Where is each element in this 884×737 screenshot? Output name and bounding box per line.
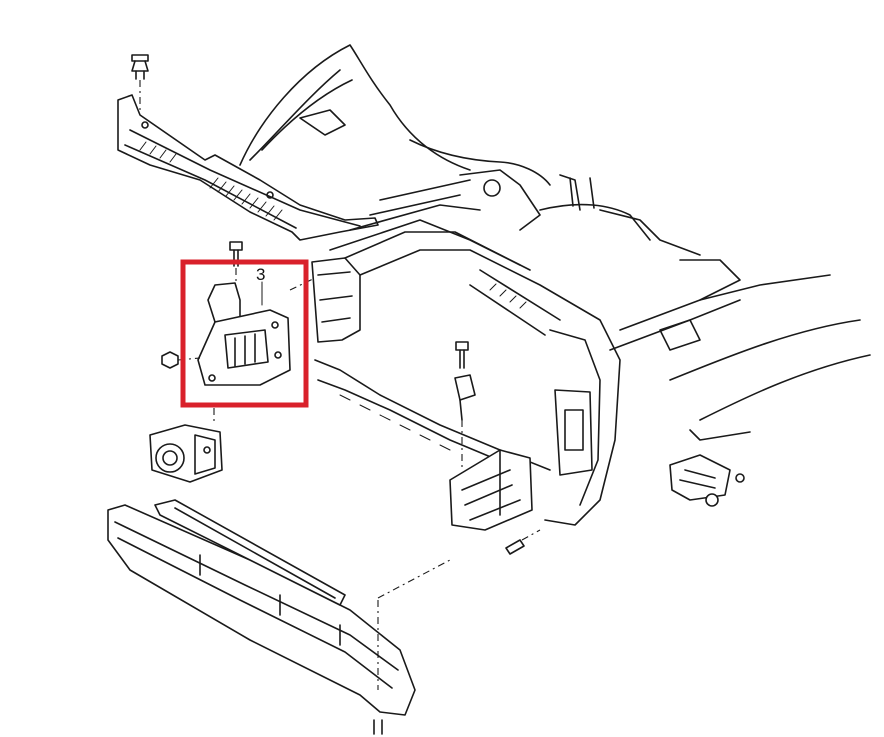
fender-right: [609, 259, 871, 441]
horn-sensor: [149, 408, 223, 483]
center-bracket: [449, 341, 541, 555]
upper-air-guide: [117, 94, 379, 241]
radiator-support: [311, 231, 621, 526]
highlighted-bracket: 3: [161, 241, 316, 386]
push-clip: [131, 54, 149, 112]
highlight-box: [180, 259, 309, 408]
callout-number: 3: [256, 265, 265, 284]
bumper-beam: [107, 499, 451, 735]
side-bracket-right: [669, 454, 745, 507]
center-lower-bolt: [505, 529, 541, 555]
